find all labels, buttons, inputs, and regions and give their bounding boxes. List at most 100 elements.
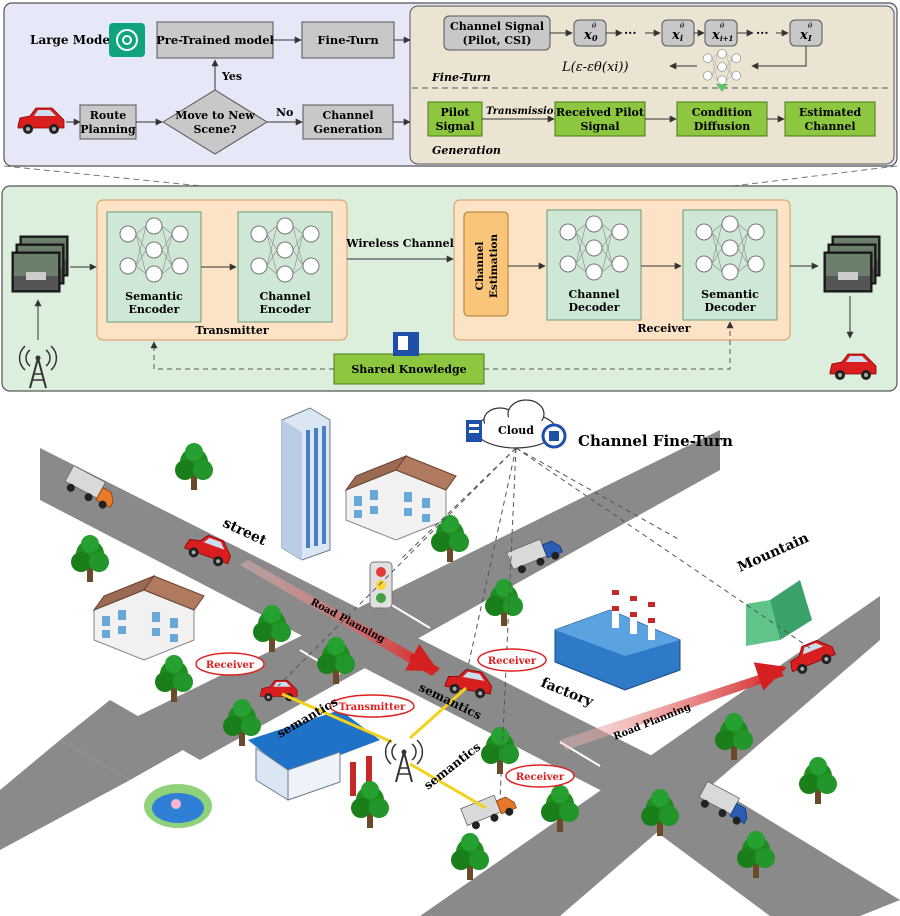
factory-building [554,582,681,691]
no-label: No [276,106,293,119]
receiver-bubble-3: Receiver [505,764,575,788]
condition-diffusion-line2: Diffusion [694,120,750,133]
knowledge-book-icon [393,332,419,356]
pilot-signal-box [427,101,483,137]
xi-node: x i θ [661,19,695,47]
dots-2: ··· [756,26,769,40]
semantic-decoder-line1: Semantic [701,288,759,301]
channel-estimation-line2: Estimation [488,234,500,299]
mountain-label: Mountain [735,530,811,576]
cloud-icon [475,399,557,449]
channel-signal-line2: (Pilot, CSI) [463,34,532,47]
road-planning-path-1 [240,560,440,676]
pretrained-model-text: Pre-Trained model [156,33,274,47]
pilot-signal-line2: Signal [435,120,474,133]
shared-knowledge-label: Shared Knowledge [351,363,466,376]
estimated-channel-box [784,101,876,137]
cloud-links [277,447,811,801]
semantic-links [281,686,487,810]
channel-encoder-line1: Channel [259,290,310,303]
cloud-label: Cloud [498,424,534,437]
skyscraper [281,407,331,561]
traffic-light-icon [369,561,393,609]
transmitter-label: Transmitter [195,324,268,337]
decision-line2: Scene? [193,123,236,136]
channel-generation-line1: Channel [322,109,373,122]
channel-decoder-line2: Decoder [568,301,619,314]
svg-text:Receiver: Receiver [516,772,565,783]
input-image-stack-icon [11,235,69,293]
svg-text:x: x [671,28,680,43]
estimated-channel-line2: Channel [804,120,855,133]
output-image-stack-icon [823,235,881,293]
dots-1: ··· [624,26,637,40]
server-icon [466,420,482,442]
svg-text:Receiver: Receiver [488,656,537,667]
xi1-node: x i+1 θ [704,19,738,47]
fine-turn-label: Fine-Turn [431,71,491,84]
semantics-label-3: semantics [421,739,483,792]
svg-text:Receiver: Receiver [206,660,255,671]
semantic-encoder-line2: Encoder [129,303,180,316]
semantic-decoder-line2: Decoder [704,301,755,314]
city-scene: Road Planning Road Planning [0,399,900,916]
channel-estimation-box [463,211,509,317]
fine-turn-box [301,21,395,59]
road-ne [130,430,720,760]
wireless-channel-label: Wireless Channel [345,237,454,250]
channel-decoder-line1: Channel [568,288,619,301]
channel-generation-line2: Generation [314,123,383,136]
xI-node: x I θ [789,19,823,47]
received-pilot-line2: Signal [580,120,619,133]
semantic-encoder-line1: Semantic [125,290,183,303]
gas-station [248,710,380,801]
truck-orange-2 [460,788,519,833]
svg-text:I: I [807,33,812,43]
openai-logo-icon [109,23,145,57]
receiver-label: Receiver [637,322,690,335]
svg-text:x: x [711,28,720,43]
svg-text:i+1: i+1 [720,34,733,43]
mountain-icon [746,580,812,646]
estimated-channel-line1: Estimated [799,106,862,119]
transmitter-tower-icon [384,739,424,783]
svg-text:θ: θ [808,22,813,30]
received-pilot-box [554,101,646,137]
apartment-building-2 [93,575,205,661]
down-arrow-icon [716,84,728,92]
received-pilot-line1: Received Pilot [556,106,645,119]
condition-diffusion-box [676,101,768,137]
transmission-label: Transmission [486,106,561,117]
svg-text:θ: θ [680,22,685,30]
receiver-bubble-2: Receiver [477,648,547,672]
route-planning-line2: Planning [80,123,136,136]
road-planning-path-2 [560,668,784,750]
large-model-label: Large Model [30,33,115,47]
channel-estimation-line1: Channel [474,242,486,291]
generation-label: Generation [432,144,501,157]
top-panel: Large Model Pre-Trained model Fine-Turn … [3,2,898,167]
decision-line1: Move to New [175,109,255,122]
pond-icon [144,784,212,828]
svg-text:θ: θ [720,22,725,30]
transmitter-bubble: Transmitter [329,694,415,718]
pretrained-model-box [156,21,274,59]
middle-panel: Semantic Encoder Channel Encoder Transmi… [1,185,898,392]
chip-gear-icon [541,423,567,449]
svg-text:θ: θ [592,22,597,30]
yes-label: Yes [221,70,242,83]
svg-text:x: x [583,28,592,43]
fine-turn-box-text: Fine-Turn [317,33,379,47]
route-planning-line1: Route [90,109,127,122]
svg-text:Transmitter: Transmitter [339,702,406,713]
svg-text:i: i [680,33,683,43]
loss-formula: L(ε-εθ(xi)) [561,60,629,75]
svg-text:0: 0 [592,33,598,43]
x0-node: x 0 θ [573,19,607,47]
channel-fine-turn-label: Channel Fine-Turn [578,432,733,450]
channel-signal-line1: Channel Signal [450,20,544,33]
svg-text:x: x [799,28,808,43]
receiver-bubble-1: Receiver [195,652,265,676]
condition-diffusion-line1: Condition [692,106,753,119]
